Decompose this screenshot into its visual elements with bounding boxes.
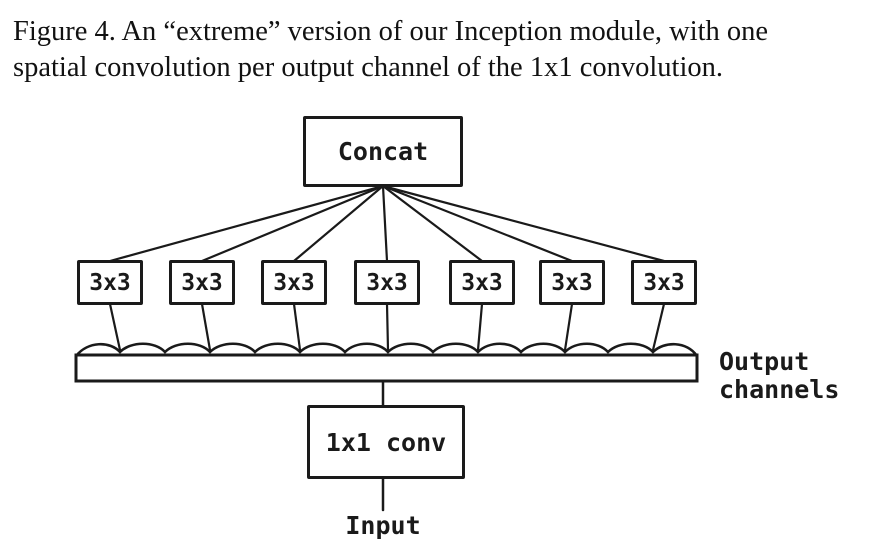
conv3x3-label: 3x3 bbox=[273, 269, 315, 296]
concat-label: Concat bbox=[337, 137, 429, 166]
conv3x3-node-7: 3x3 bbox=[631, 260, 697, 305]
branch-drop-line-5 bbox=[476, 302, 484, 352]
conv3x3-node-4: 3x3 bbox=[354, 260, 420, 305]
branch-drop-line-2 bbox=[200, 302, 212, 352]
squiggle-brace bbox=[74, 342, 699, 358]
conv3x3-label: 3x3 bbox=[461, 269, 503, 296]
conv3x3-label: 3x3 bbox=[89, 269, 131, 296]
input-label: Input bbox=[345, 511, 421, 540]
output-channels-label-line-1: Output bbox=[719, 347, 810, 376]
conv1x1-label: 1x1 conv bbox=[325, 427, 447, 457]
fan-line-4 bbox=[381, 184, 389, 263]
fan-line-5 bbox=[381, 184, 484, 263]
conv3x3-node-5: 3x3 bbox=[449, 260, 515, 305]
output-channels-label: Output channels bbox=[719, 348, 839, 404]
branch-drop-line-7 bbox=[651, 302, 666, 352]
fan-line-2 bbox=[200, 184, 385, 263]
concat-node: Concat bbox=[303, 116, 463, 187]
output-channels-bar bbox=[74, 353, 699, 383]
fan-line-3 bbox=[292, 184, 385, 263]
fan-line-7 bbox=[381, 184, 666, 263]
conv3x3-label: 3x3 bbox=[366, 269, 408, 296]
figure-caption: Figure 4. An “extreme” version of our In… bbox=[13, 14, 768, 86]
conv1x1-node: 1x1 conv bbox=[307, 405, 465, 479]
conv3x3-label: 3x3 bbox=[551, 269, 593, 296]
output-channels-label-line-2: channels bbox=[719, 375, 840, 404]
conv3x3-node-6: 3x3 bbox=[539, 260, 605, 305]
fan-line-1 bbox=[108, 184, 385, 263]
fan-line-6 bbox=[381, 184, 574, 263]
conv3x3-label: 3x3 bbox=[181, 269, 223, 296]
caption-line-1: Figure 4. An “extreme” version of our In… bbox=[13, 16, 769, 47]
conv3x3-node-2: 3x3 bbox=[169, 260, 235, 305]
caption-line-2: spatial convolution per output channel o… bbox=[13, 52, 723, 83]
conv3x3-node-3: 3x3 bbox=[261, 260, 327, 305]
branch-drop-line-6 bbox=[563, 302, 574, 352]
branch-drop-line-4 bbox=[385, 302, 390, 352]
branch-drop-line-1 bbox=[108, 302, 122, 352]
conv3x3-node-1: 3x3 bbox=[77, 260, 143, 305]
branch-drop-line-3 bbox=[292, 302, 302, 352]
conv3x3-label: 3x3 bbox=[643, 269, 685, 296]
